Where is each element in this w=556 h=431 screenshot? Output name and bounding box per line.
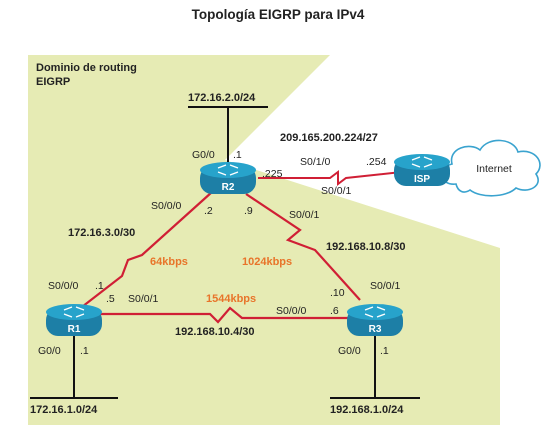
router-r3-label: R3: [369, 324, 382, 335]
network-r1-r3: 192.168.10.4/30: [175, 326, 255, 338]
router-r2[interactable]: [200, 162, 256, 194]
r2-s010-label: S0/1/0: [300, 156, 331, 168]
speed-r1-r2: 64kbps: [150, 256, 188, 268]
serial-link-r1-r2: [77, 191, 213, 311]
diagram-title: Topología EIGRP para IPv4: [192, 7, 365, 22]
r2-s001-label: S0/0/1: [289, 209, 320, 221]
router-r2-label: R2: [222, 182, 235, 193]
r1-s001-label: S0/0/1: [128, 293, 159, 305]
r1-g00-ip: .1: [80, 345, 89, 357]
router-r3[interactable]: [347, 304, 403, 336]
speed-r2-r3: 1024kbps: [242, 256, 292, 268]
r2-g00-label: G0/0: [192, 149, 215, 161]
router-isp-label: ISP: [414, 174, 430, 185]
r3-s000-label: S0/0/0: [276, 305, 307, 317]
internet-cloud-icon: [441, 139, 541, 197]
r3-g00-ip: .1: [380, 345, 389, 357]
isp-ip: .254: [366, 156, 387, 168]
r3-s000-ip: .6: [330, 305, 339, 317]
serial-link-r2-isp: [258, 169, 421, 186]
r1-s001-ip: .5: [106, 293, 115, 305]
network-r2-r3: 192.168.10.8/30: [326, 241, 406, 253]
r3-g00-label: G0/0: [338, 345, 361, 357]
r1-s000-label: S0/0/0: [48, 280, 79, 292]
serial-link-r1-r3: [100, 306, 350, 324]
router-arrows-icon: [217, 164, 239, 176]
r2-s010-ip: .225: [262, 168, 283, 180]
r1-s000-ip: .1: [95, 280, 104, 292]
network-r1-r2: 172.16.3.0/30: [68, 227, 135, 239]
speed-r1-r3: 1544kbps: [206, 293, 256, 305]
r3-s001-ip: .10: [330, 287, 345, 299]
r1-g00-label: G0/0: [38, 345, 61, 357]
domain-label-line2: EIGRP: [36, 76, 70, 88]
eigrp-domain-area: [28, 55, 500, 425]
domain-label-line1: Dominio de routing: [36, 62, 137, 74]
router-arrows-icon: [364, 306, 386, 318]
r2-g00-ip: .1: [233, 149, 242, 161]
r3-s001-label: S0/0/1: [370, 280, 401, 292]
router-arrows-icon: [63, 306, 85, 318]
router-isp[interactable]: [394, 154, 450, 186]
router-arrows-icon: [411, 156, 433, 168]
network-lan-r2: 172.16.2.0/24: [188, 92, 256, 104]
r2-s000-label: S0/0/0: [151, 200, 182, 212]
router-r1[interactable]: [46, 304, 102, 336]
serial-link-r2-r3: [245, 193, 361, 301]
r2-s000-ip: .2: [204, 205, 213, 217]
network-lan-r1: 172.16.1.0/24: [30, 404, 98, 416]
r2-s001-ip: .9: [244, 205, 253, 217]
network-isp-link: 209.165.200.224/27: [280, 132, 378, 144]
internet-label: Internet: [476, 163, 512, 175]
network-lan-r3: 192.168.1.0/24: [330, 404, 404, 416]
router-r1-label: R1: [68, 324, 81, 335]
isp-s001-label: S0/0/1: [321, 185, 352, 197]
